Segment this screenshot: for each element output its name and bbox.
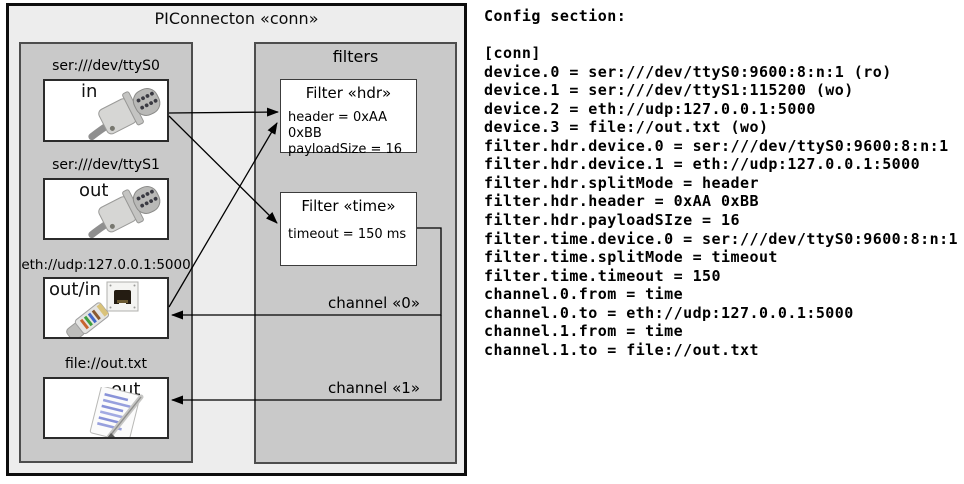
config-section: Config section: [conn] device.0 = ser://…: [484, 7, 962, 359]
filter-box-hdr: Filter «hdr» header = 0xAA 0xBB payloadS…: [280, 79, 417, 157]
config-line: channel.1.to = file://out.txt: [484, 340, 759, 359]
device-mode-label: out/in: [49, 279, 101, 300]
config-line: device.2 = eth://udp:127.0.0.1:5000: [484, 99, 816, 118]
serial-connector-icon: [88, 88, 161, 140]
config-line: device.0 = ser:///dev/ttyS0:9600:8:n:1 (…: [484, 62, 892, 81]
config-line: device.1 = ser:///dev/ttyS1:115200 (wo): [484, 81, 854, 100]
filter-title: Filter «hdr»: [305, 84, 392, 102]
device-box-file: out: [43, 377, 169, 439]
device-uri-label: ser:///dev/ttyS0: [52, 58, 160, 74]
filter-box-time: Filter «time» timeout = 150 ms: [280, 192, 417, 266]
filters-panel-title: filters: [332, 47, 379, 66]
config-heading: Config section:: [484, 7, 627, 25]
device-uri-label: file://out.txt: [64, 356, 148, 372]
config-line: filter.hdr.device.1 = eth://udp:127.0.0.…: [484, 155, 921, 174]
filter-attr: header = 0xAA 0xBB: [288, 110, 388, 141]
device-box-ttyS0: in: [43, 79, 169, 142]
device-mode-label: in: [81, 81, 98, 102]
diagram-title: PIConnecton «conn»: [154, 9, 319, 28]
config-blank-line: [484, 26, 962, 45]
config-line: filter.time.device.0 = ser:///dev/ttyS0:…: [484, 229, 959, 248]
config-line: filter.time.splitMode = timeout: [484, 248, 778, 267]
notepad-icon: [89, 387, 144, 437]
config-line: channel.1.from = time: [484, 322, 684, 341]
config-line: device.3 = file://out.txt (wo): [484, 118, 769, 137]
device-uri-label: ser:///dev/ttyS1: [52, 157, 160, 173]
config-line: channel.0.to = eth://udp:127.0.0.1:5000: [484, 303, 854, 322]
config-line: filter.hdr.header = 0xAA 0xBB: [484, 192, 759, 211]
config-line: [conn]: [484, 44, 541, 63]
filter-attr: timeout = 150 ms: [288, 227, 407, 242]
filter-title: Filter «time»: [301, 197, 396, 215]
ethernet-connector-icon: [66, 281, 139, 337]
config-line: filter.hdr.splitMode = header: [484, 173, 759, 192]
config-line: channel.0.from = time: [484, 285, 684, 304]
filter-attr: payloadSize = 16: [288, 142, 403, 157]
config-line: filter.hdr.device.0 = ser:///dev/ttyS0:9…: [484, 136, 949, 155]
device-mode-label: out: [79, 180, 109, 201]
channel-1-label: channel «1»: [327, 379, 420, 397]
channel-0-label: channel «0»: [327, 294, 420, 312]
device-box-ttyS1: out: [43, 178, 169, 240]
config-line: filter.hdr.payloadSIze = 16: [484, 211, 740, 230]
device-box-eth: out/in: [43, 277, 169, 339]
config-line: filter.time.timeout = 150: [484, 266, 722, 285]
device-uri-label: eth://udp:127.0.0.1:5000: [21, 257, 191, 273]
serial-connector-icon: [88, 186, 161, 238]
